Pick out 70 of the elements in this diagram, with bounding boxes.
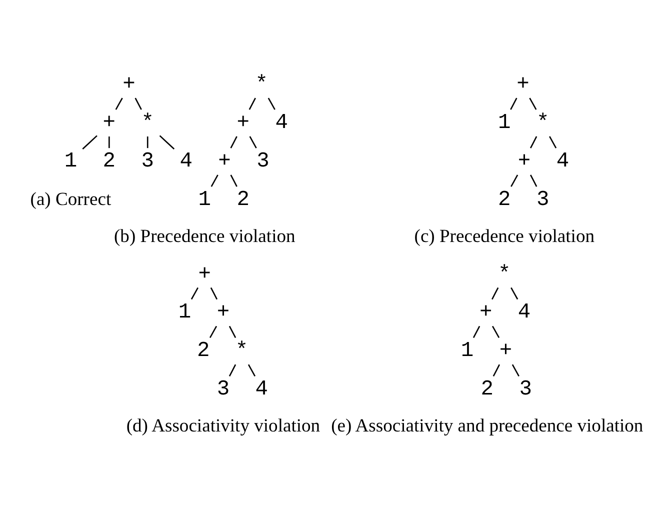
connector — [210, 174, 218, 187]
connector — [512, 364, 520, 376]
connector — [492, 326, 500, 338]
node-text: 4 — [255, 378, 268, 402]
connector — [530, 136, 538, 148]
node-text: 4 — [518, 300, 531, 325]
node-text: + — [216, 300, 230, 325]
node-text: + — [122, 72, 136, 97]
node-text: * — [141, 111, 154, 136]
label: (d) Associativity violation — [126, 416, 320, 437]
label: (c) Precedence violation — [414, 226, 595, 247]
node-text: 2 — [480, 378, 494, 402]
node-text: + — [516, 72, 530, 97]
connector — [159, 135, 175, 150]
connector — [510, 287, 518, 300]
connector — [510, 174, 518, 187]
connector — [146, 136, 148, 148]
node-text: 4 — [556, 150, 570, 174]
node-text: 3 — [536, 188, 550, 212]
node-text: 2 — [196, 339, 210, 364]
node-text: + — [236, 111, 250, 136]
label: (e) Associativity and precedence violation — [331, 416, 644, 437]
connector — [209, 326, 218, 338]
node-text: 4 — [275, 111, 288, 136]
node-text: 3 — [256, 150, 270, 174]
connector — [190, 287, 198, 300]
node-text: 3 — [519, 378, 532, 402]
node-text: * — [498, 262, 511, 286]
node-text: * — [235, 339, 248, 364]
node-text: 4 — [180, 150, 192, 174]
connector — [210, 287, 218, 300]
node-text: 2 — [102, 150, 116, 174]
connector — [472, 326, 480, 338]
connector — [115, 98, 123, 110]
connector — [82, 135, 98, 150]
node-text: + — [102, 111, 116, 136]
label: (b) Precedence violation — [114, 226, 296, 247]
node-text: 1 — [460, 339, 474, 364]
node-text: + — [499, 339, 512, 364]
node-text: + — [479, 300, 492, 325]
connector — [549, 136, 557, 148]
node-text: 2 — [236, 188, 250, 212]
connector — [134, 98, 142, 110]
node-text: + — [198, 262, 212, 286]
connector — [108, 136, 110, 148]
connector — [230, 136, 238, 148]
node-text: 2 — [498, 188, 511, 212]
connector — [492, 364, 500, 376]
node-text: + — [518, 150, 531, 174]
node-text: 1 — [498, 111, 511, 136]
connector — [492, 287, 499, 300]
node-text: 1 — [178, 300, 192, 325]
connector — [228, 364, 236, 376]
connector — [230, 174, 238, 187]
node-text: 1 — [198, 188, 212, 212]
connector — [510, 98, 518, 110]
connector — [529, 98, 537, 110]
label: (a) Correct — [30, 188, 112, 210]
connector — [248, 364, 256, 376]
connector — [248, 98, 256, 110]
connector — [268, 98, 276, 110]
node-text: 3 — [141, 150, 154, 174]
node-text: 1 — [64, 150, 78, 174]
connector — [228, 326, 236, 338]
node-text: 3 — [216, 378, 230, 402]
node-text: * — [536, 111, 550, 136]
node-text: + — [218, 150, 231, 174]
node-text: * — [255, 72, 268, 97]
connector — [249, 136, 257, 148]
connector — [530, 174, 538, 187]
